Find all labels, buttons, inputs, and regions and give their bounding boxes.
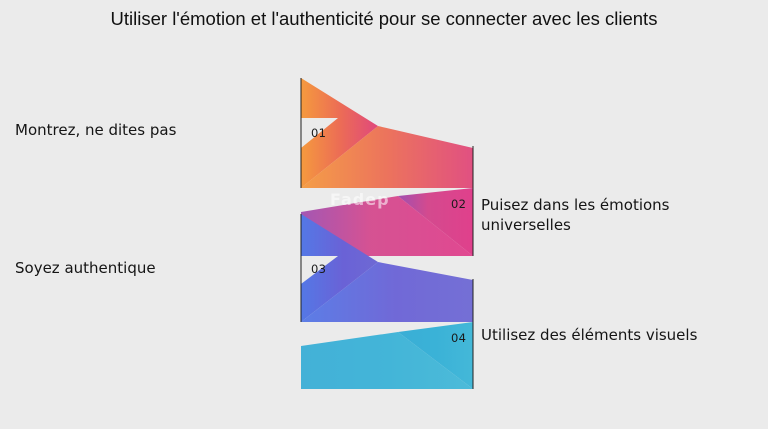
step-number-4: 04: [451, 331, 467, 345]
step-label-1: Montrez, ne dites pas: [15, 121, 177, 139]
step-label-2: Puisez dans les émotions universelles: [481, 196, 670, 234]
ribbon-step-3: [301, 214, 473, 322]
step-number-3: 03: [311, 262, 327, 276]
ribbon-step-4: [301, 279, 473, 389]
step-label-4: Utilisez des éléments visuels: [481, 326, 698, 344]
step-number-1: 01: [311, 126, 327, 140]
watermark-logo: Fadep: [330, 190, 390, 209]
step-label-3: Soyez authentique: [15, 259, 156, 277]
step-number-2: 02: [451, 197, 467, 211]
ribbon-step-1: [301, 78, 473, 188]
diagram-title: Utiliser l'émotion et l'authenticité pou…: [110, 8, 658, 29]
